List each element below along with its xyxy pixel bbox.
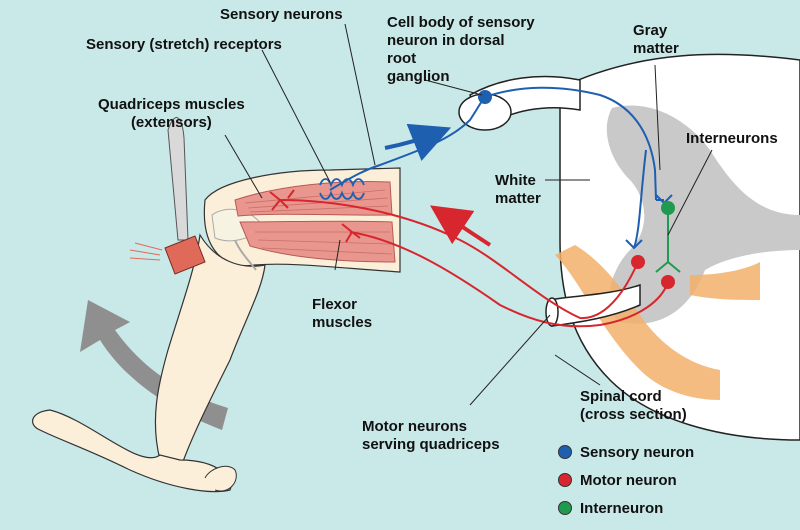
label-interneurons: Interneurons	[686, 130, 778, 147]
sensory-cell-body	[478, 90, 492, 104]
label-cell-body: Cell body of sensory neuron in dorsal ro…	[387, 14, 535, 85]
label-white-matter: White matter	[495, 172, 541, 207]
sensory-direction-arrow	[384, 123, 452, 161]
flexor-muscle	[239, 220, 396, 263]
lower-leg	[154, 233, 266, 471]
motor-cell-body	[631, 255, 645, 269]
legend-label-sensory: Sensory neuron	[580, 443, 695, 461]
motor-cell-body-2	[661, 275, 675, 289]
label-stretch-receptors: Sensory (stretch) receptors	[86, 36, 282, 53]
motor-dot-icon	[558, 473, 572, 487]
interneuron-dot-icon	[558, 501, 572, 515]
stretch-receptor-coil	[319, 178, 365, 188]
label-flexor: Flexor muscles	[312, 296, 373, 331]
leader-lines	[224, 23, 713, 406]
ventral-root	[547, 283, 641, 327]
legend-item-motor: Motor neuron	[558, 470, 677, 490]
label-gray-matter: Gray matter	[633, 22, 679, 57]
sensory-dot-icon	[558, 445, 572, 459]
label-sensory-neurons: Sensory neurons	[220, 6, 343, 23]
spinal-cord	[555, 53, 800, 441]
legend-item-sensory: Sensory neuron	[558, 442, 694, 462]
legend-label-inter: Interneuron	[580, 499, 664, 517]
reflex-hammer	[129, 117, 206, 275]
label-quadriceps: Quadriceps muscles (extensors)	[98, 96, 245, 131]
legend-item-inter: Interneuron	[558, 498, 663, 518]
legend-label-motor: Motor neuron	[580, 471, 677, 489]
interneuron-cell-body	[661, 201, 675, 215]
label-spinal-cord: Spinal cord (cross section)	[580, 388, 687, 423]
motor-neuron-path	[269, 189, 675, 328]
gray-matter	[606, 105, 800, 324]
dorsal-root-ganglion	[458, 75, 581, 131]
motor-direction-arrow	[430, 205, 492, 247]
label-motor-neurons: Motor neurons serving quadriceps	[362, 418, 500, 453]
